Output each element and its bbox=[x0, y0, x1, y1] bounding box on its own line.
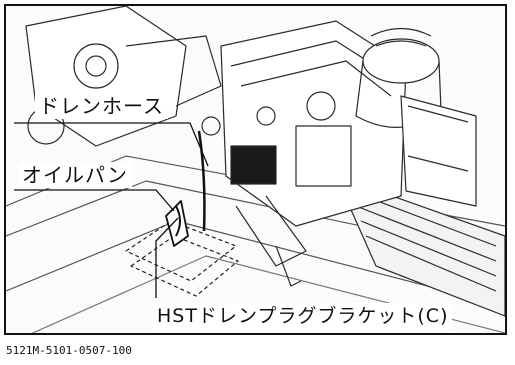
callout-drain-hose: ドレンホース bbox=[35, 93, 168, 119]
illustration-frame: ドレンホース オイルパン HSTドレンプラグブラケット(C) bbox=[4, 4, 507, 335]
callout-oil-pan: オイルパン bbox=[18, 162, 132, 188]
figure-id: 5121M-5101-0507-100 bbox=[6, 344, 132, 357]
engine-illustration bbox=[6, 6, 505, 333]
callout-hst-drain-plug-bracket: HSTドレンプラグブラケット(C) bbox=[153, 303, 453, 329]
